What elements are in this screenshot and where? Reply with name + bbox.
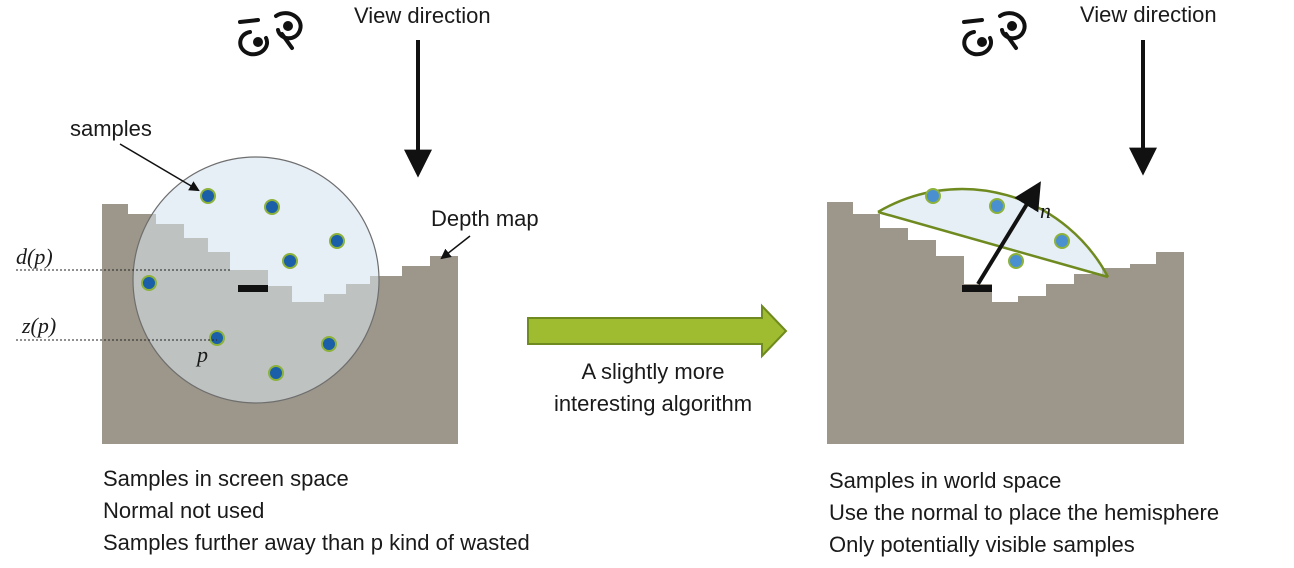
eyes-icon (962, 11, 1027, 57)
right-depth-surface (827, 202, 1184, 444)
transition: A slightly more interesting algorithm (527, 303, 788, 416)
right-caption-line: Samples in world space (829, 468, 1062, 493)
left-caption-line: Normal not used (103, 498, 265, 523)
left-panel: View direction samples Depth map (16, 3, 539, 444)
sample-point (264, 199, 280, 215)
eyes-icon (238, 11, 303, 57)
normal-arrow (976, 181, 1041, 286)
left-caption-line: Samples in screen space (103, 466, 349, 491)
depth-map-pointer-arrow (440, 235, 471, 260)
right-view-direction-label: View direction (1080, 2, 1217, 27)
sample-point (321, 336, 337, 352)
left-caption: Samples in screen space Normal not used … (103, 463, 530, 559)
sample-point (989, 198, 1005, 214)
sample-point (209, 330, 225, 346)
right-point-marker (962, 285, 992, 292)
transition-label-line2: interesting algorithm (554, 391, 752, 416)
transition-label-line1: A slightly more (581, 359, 724, 384)
right-panel: View direction n (827, 2, 1217, 444)
right-caption: Samples in world space Use the normal to… (829, 465, 1219, 561)
left-view-direction-label: View direction (354, 3, 491, 28)
p-label: p (195, 342, 208, 367)
right-samples (925, 188, 1070, 269)
sample-point (141, 275, 157, 291)
sample-point (1054, 233, 1070, 249)
right-caption-line: Only potentially visible samples (829, 532, 1135, 557)
samples-label: samples (70, 116, 152, 141)
sample-point (268, 365, 284, 381)
left-point-marker (238, 285, 268, 292)
z-of-p-label: z(p) (21, 313, 56, 338)
samples-pointer-arrow (119, 143, 200, 192)
depth-map-label: Depth map (431, 206, 539, 231)
sample-point (925, 188, 941, 204)
left-caption-line: Samples further away than p kind of wast… (103, 530, 530, 555)
sample-point (329, 233, 345, 249)
n-label: n (1040, 198, 1051, 223)
left-samples (141, 188, 345, 381)
right-caption-line: Use the normal to place the hemisphere (829, 500, 1220, 525)
sample-point (282, 253, 298, 269)
d-of-p-label: d(p) (16, 244, 53, 269)
transition-arrow (527, 303, 788, 359)
sample-point (1008, 253, 1024, 269)
sample-point (200, 188, 216, 204)
